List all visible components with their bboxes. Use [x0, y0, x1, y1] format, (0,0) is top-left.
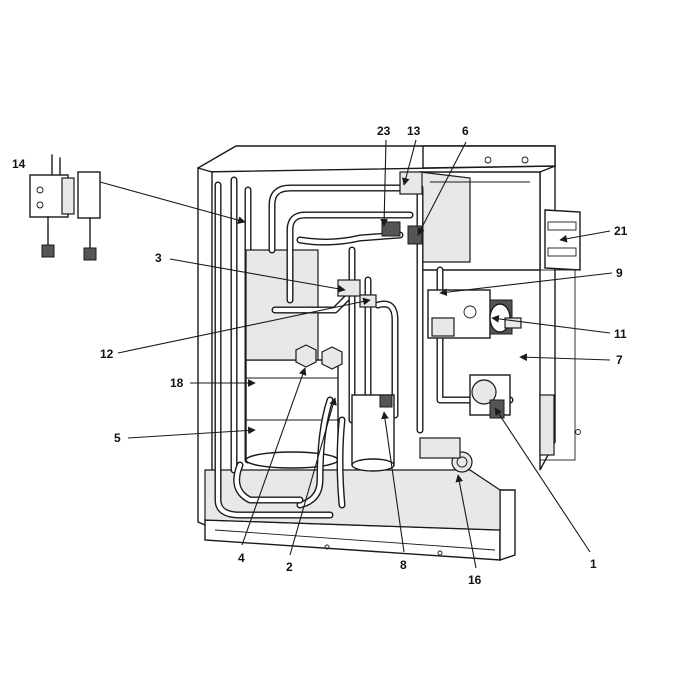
callout-7: 7: [616, 353, 623, 367]
callout-9: 9: [616, 266, 623, 280]
callout-12: 12: [100, 347, 114, 361]
callout-5: 5: [114, 431, 121, 445]
leader-lines: [99, 139, 613, 569]
callout-2: 2: [286, 560, 293, 574]
callout-18: 18: [170, 376, 184, 390]
callout-1: 1: [590, 557, 597, 571]
detached-valve-assembly: [29, 154, 101, 261]
callout-3: 3: [155, 251, 162, 265]
components: [233, 171, 522, 504]
callout-8: 8: [400, 558, 407, 572]
callout-labels: 14 23 13 6 21 3 9 12 11 7 18 5 4 2 8 16 …: [12, 124, 628, 587]
callout-11: 11: [614, 327, 627, 341]
callout-23: 23: [377, 124, 391, 138]
callout-6: 6: [462, 124, 469, 138]
callout-4: 4: [238, 551, 245, 565]
callout-21: 21: [614, 224, 628, 238]
callout-16: 16: [468, 573, 482, 587]
storage-tank: [245, 249, 339, 469]
callout-14: 14: [12, 157, 26, 171]
upper-pipe-loops: [268, 184, 424, 314]
callout-13: 13: [407, 124, 421, 138]
cabinet-housing: [197, 145, 581, 561]
